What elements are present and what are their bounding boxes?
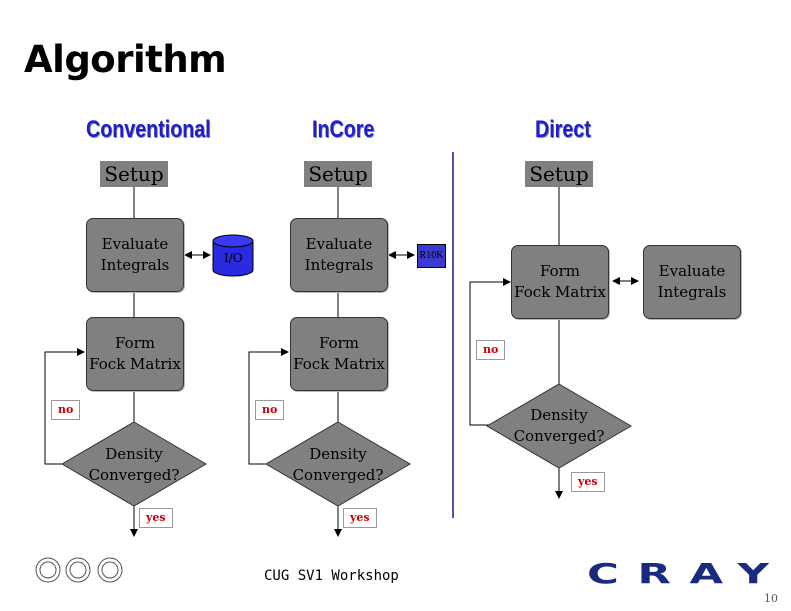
io-label: I/O (224, 251, 243, 265)
workshop-seal-logos (35, 557, 123, 583)
decision-diamond-direct (486, 383, 632, 469)
setup-box-direct: Setup (525, 161, 593, 187)
decision-label-direct: Density Converged? (513, 406, 605, 445)
evaluate-integrals-box-conventional: Evaluate Integrals (86, 218, 184, 292)
decision-label-conventional: Density Converged? (88, 445, 180, 484)
setup-box-incore: Setup (304, 161, 372, 187)
yes-tag-incore: yes (343, 508, 377, 528)
r10k-memory-icon: R10K (417, 244, 446, 268)
cray-logo: CRAY (587, 557, 788, 590)
column-title-conventional: Conventional (86, 116, 211, 143)
footer-text: CUG SV1 Workshop (264, 568, 399, 584)
column-title-incore: InCore (312, 116, 375, 143)
decision-label-incore: Density Converged? (292, 445, 384, 484)
yes-tag-conventional: yes (139, 508, 173, 528)
io-disk-icon (212, 234, 254, 277)
no-tag-conventional: no (51, 400, 81, 420)
evaluate-integrals-box-incore: Evaluate Integrals (290, 218, 388, 292)
form-fock-box-conventional: Form Fock Matrix (86, 317, 184, 391)
yes-tag-direct: yes (571, 472, 605, 492)
form-fock-box-direct: Form Fock Matrix (511, 245, 609, 319)
column-title-direct: Direct (535, 116, 591, 143)
slide-title: Algorithm (24, 38, 227, 81)
page-number: 10 (764, 592, 778, 605)
no-tag-incore: no (255, 400, 285, 420)
decision-diamond-incore (265, 421, 411, 507)
no-tag-direct: no (476, 340, 506, 360)
form-fock-box-incore: Form Fock Matrix (290, 317, 388, 391)
evaluate-integrals-box-direct: Evaluate Integrals (643, 245, 741, 319)
decision-diamond-conventional (61, 421, 207, 507)
setup-box-conventional: Setup (100, 161, 168, 187)
